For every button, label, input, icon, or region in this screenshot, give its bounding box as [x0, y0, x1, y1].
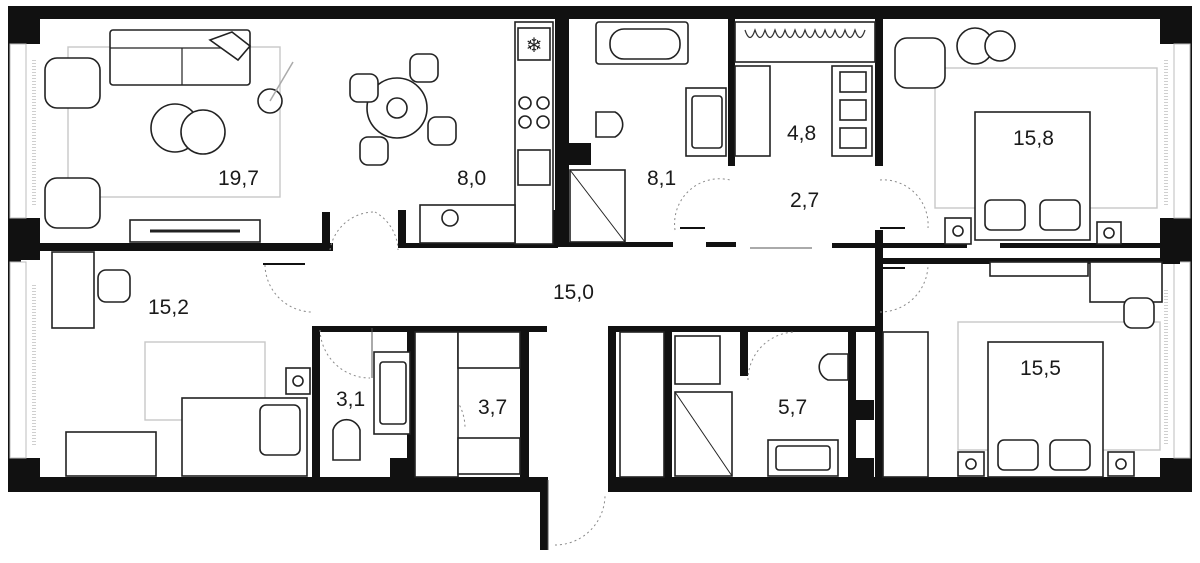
interior-walls — [8, 6, 1180, 550]
area-hallway: 15,0 — [553, 281, 594, 304]
area-closet-left: 3,7 — [478, 396, 507, 419]
bedroom-left-furniture — [51, 251, 311, 477]
area-walk-in-closet-top: 4,8 — [787, 122, 816, 145]
area-bedroom-top-right: 15,8 — [1013, 127, 1054, 150]
walk-in-closet-top-furniture — [734, 21, 876, 157]
bathroom-right-furniture — [619, 331, 849, 478]
bedroom-bottom-right-furniture — [882, 261, 1163, 478]
area-bathroom-right: 5,7 — [778, 396, 807, 419]
bathroom-main-furniture — [569, 21, 727, 243]
area-bedroom-bottom-right: 15,5 — [1020, 357, 1061, 380]
wc-closet-left-furniture — [332, 331, 521, 478]
area-bathroom-main: 8,1 — [647, 167, 676, 190]
living-room-furniture — [44, 29, 294, 243]
room-area-labels: 19,7 8,0 8,1 4,8 2,7 15,8 15,2 15,0 3,1 … — [148, 122, 1061, 419]
area-bedroom-left: 15,2 — [148, 296, 189, 319]
area-kitchen: 8,0 — [457, 167, 486, 190]
kitchen-furniture: ❄ — [349, 21, 554, 245]
area-living-room: 19,7 — [218, 167, 259, 190]
area-wc: 3,1 — [336, 388, 365, 411]
svg-text:❄: ❄ — [526, 33, 543, 57]
door-swings — [263, 178, 929, 550]
area-corridor-small: 2,7 — [790, 189, 819, 212]
windows — [9, 43, 1191, 459]
bedroom-top-right-furniture — [894, 27, 1158, 245]
